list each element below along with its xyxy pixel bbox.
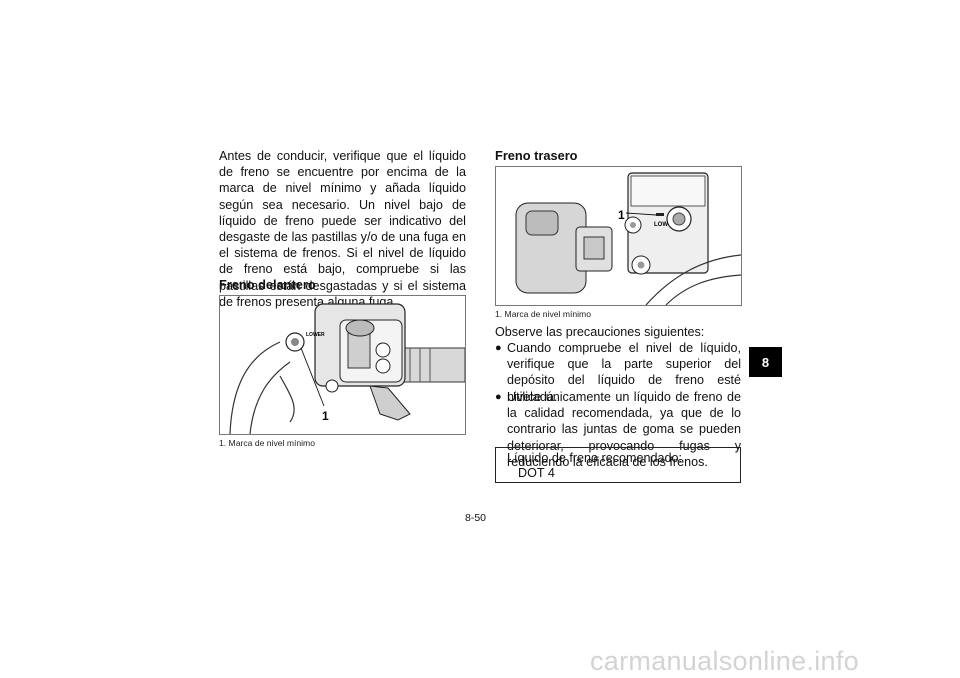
bullet-text: Utilice únicamente un líquido de freno d…	[507, 390, 741, 469]
rear-figure-caption: 1. Marca de nivel mínimo	[495, 309, 591, 319]
spec-label: Líquido de freno recomendado:	[507, 451, 683, 465]
spec-value: DOT 4	[518, 466, 555, 480]
precautions-intro: Observe las precauciones siguientes:	[495, 325, 705, 339]
bullet-text: Cuando compruebe el nivel de líquido, ve…	[507, 341, 741, 404]
rear-brake-heading: Freno trasero	[495, 148, 578, 163]
rear-brake-illustration: LOW 1	[515, 172, 741, 305]
low-mark-label: LOW	[654, 222, 668, 228]
front-brake-illustration: LOWER 1	[229, 303, 465, 434]
intro-paragraph: Antes de conducir, verifique que el líqu…	[219, 149, 466, 309]
front-brake-figure: LOWER 1	[219, 295, 466, 435]
bullet-item: ● Cuando compruebe el nivel de líquido, …	[495, 340, 741, 405]
lower-mark-label: LOWER	[306, 332, 325, 338]
recommended-fluid-box: Líquido de freno recomendado: DOT 4	[495, 447, 741, 483]
bullet-icon: ●	[495, 342, 502, 354]
page-number: 8-50	[465, 512, 487, 524]
chapter-tab: 8	[749, 347, 782, 377]
watermark: carmanualsonline.info	[590, 646, 859, 676]
front-callout-number: 1	[322, 409, 329, 423]
bullet-icon: ●	[495, 391, 502, 403]
bullet-item: ● Utilice únicamente un líquido de freno…	[495, 389, 741, 470]
rear-callout-number: 1	[618, 208, 625, 222]
rear-brake-figure: LOW 1	[495, 166, 742, 306]
front-figure-caption: 1. Marca de nivel mínimo	[219, 438, 315, 448]
front-brake-heading: Freno delantero	[219, 277, 316, 292]
